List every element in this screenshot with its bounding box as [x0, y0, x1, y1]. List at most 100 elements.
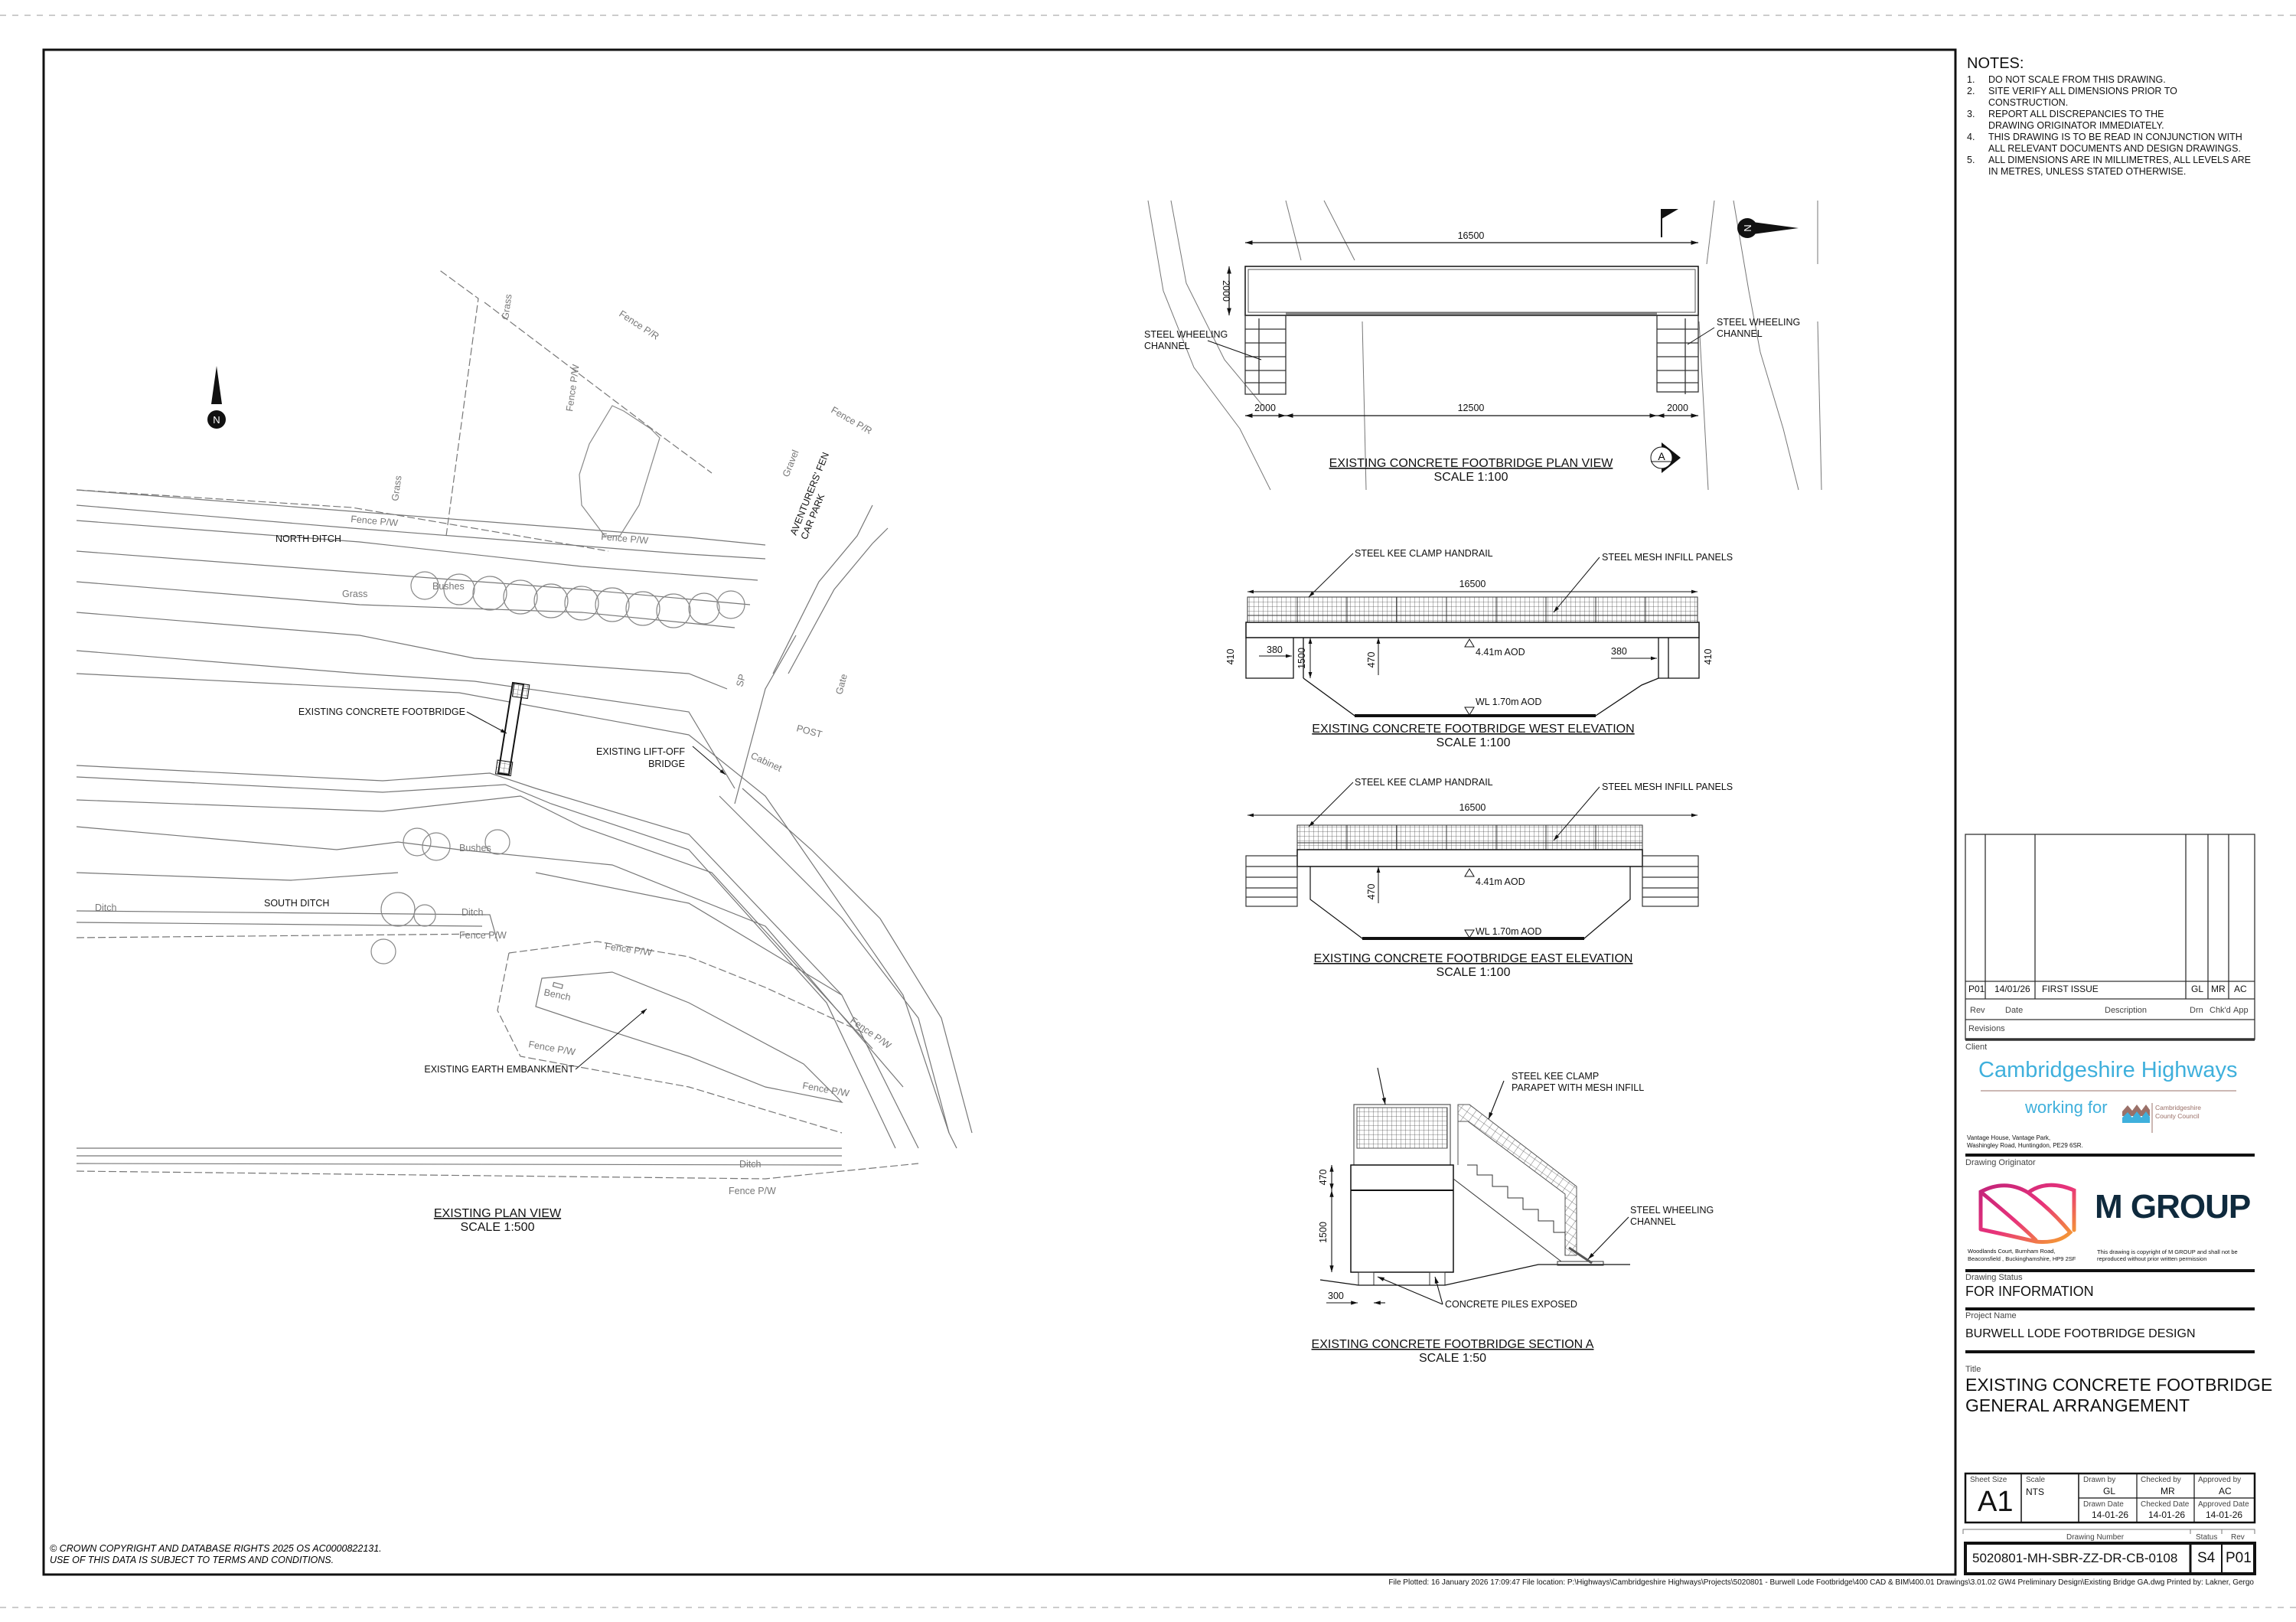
- divider: [1965, 1350, 2255, 1353]
- label-south-ditch: SOUTH DITCH: [264, 898, 329, 909]
- west-mesh-label: STEEL MESH INFILL PANELS: [1602, 552, 1733, 563]
- note-item: 4.THIS DRAWING IS TO BE READ IN CONJUNCT…: [1967, 132, 2288, 155]
- client-address-1: Vantage House, Vantage Park,: [1967, 1134, 2051, 1141]
- scale-value: NTS: [2026, 1487, 2044, 1497]
- approved-by-value: AC: [2219, 1486, 2232, 1496]
- label-bench: Bench: [543, 987, 572, 1003]
- site-plan: [76, 269, 973, 1180]
- chkd-header: Chk'd: [2210, 1006, 2231, 1015]
- sheet-size-value: A1: [1978, 1486, 2014, 1518]
- plan-north-label: N: [1742, 224, 1753, 231]
- note-text: DO NOT SCALE FROM THIS DRAWING.: [1988, 74, 2166, 85]
- originator-address-1: Woodlands Court, Burnham Road,: [1968, 1248, 2056, 1255]
- note-num: 5.: [1967, 155, 1975, 165]
- bridge-plan-view: 16500 2000 2000 12500 2000 STEEL WHEELIN…: [1144, 200, 1822, 491]
- label-ditch-3: Ditch: [739, 1159, 762, 1170]
- plan-dim-stair-right: 2000: [1667, 403, 1688, 413]
- plan-dim-stair-left: 2000: [1254, 403, 1276, 413]
- label-gravel: Gravel: [781, 449, 801, 478]
- east-water-level: WL 1.70m AOD: [1476, 926, 1541, 937]
- section-a-title: EXISTING CONCRETE FOOTBRIDGE SECTION A: [1312, 1338, 1594, 1351]
- label-fence-pw-9: Fence P/W: [729, 1186, 776, 1196]
- client-label: Client: [1965, 1043, 1988, 1052]
- label-liftoff-bridge-2: BRIDGE: [648, 759, 685, 769]
- section-a: 470 1500 300 STEEL KEE CLAMP PARAPET WIT…: [1312, 1067, 1714, 1365]
- copyright-line-1: © CROWN COPYRIGHT AND DATABASE RIGHTS 20…: [50, 1543, 382, 1554]
- originator-copyright-1: This drawing is copyright of M GROUP and…: [2097, 1248, 2238, 1255]
- client-logo-name: Cambridgeshire Highways: [1978, 1058, 2238, 1082]
- drn-header: Drn: [2190, 1006, 2203, 1015]
- drawing-status-value: FOR INFORMATION: [1965, 1284, 2094, 1299]
- site-plan-title: EXISTING PLAN VIEW: [434, 1207, 562, 1220]
- drawing-title-line-2: GENERAL ARRANGEMENT: [1965, 1395, 2190, 1415]
- label-fence-pw-5: Fence P/W: [605, 941, 653, 958]
- drawn-by-value: GL: [2103, 1486, 2116, 1496]
- drawing-border: [42, 48, 1957, 1576]
- note-num: 1.: [1967, 74, 1975, 85]
- north-label: N: [213, 414, 220, 426]
- note-text: REPORT ALL DISCREPANCIES TO THE DRAWING …: [1988, 109, 2164, 131]
- site-plan-labels: NORTH DITCH SOUTH DITCH EXISTING CONCRET…: [95, 293, 893, 1234]
- county-council-logo-icon: [1981, 1090, 2236, 1133]
- east-dim-470: 470: [1366, 884, 1377, 900]
- notes-panel: NOTES: 1.DO NOT SCALE FROM THIS DRAWING.…: [1967, 55, 2288, 178]
- note-item: 5.ALL DIMENSIONS ARE IN MILLIMETRES, ALL…: [1967, 155, 2288, 178]
- m-group-logo-icon: [1978, 1183, 2076, 1244]
- divider: [1965, 1269, 2255, 1272]
- east-dim-overall: 16500: [1459, 802, 1486, 813]
- west-dim-right-pier: 380: [1611, 646, 1627, 657]
- label-fence-pw-8: Fence P/W: [801, 1080, 850, 1099]
- rev-date-cell: 14/01/26: [1994, 984, 2030, 994]
- divider: [1965, 1154, 2255, 1157]
- plan-dim-span: 12500: [1458, 403, 1485, 413]
- revisions-label: Revisions: [1968, 1024, 2005, 1033]
- label-grass-2: Grass: [390, 475, 404, 501]
- plan-label-right-1: STEEL WHEELING: [1717, 317, 1800, 328]
- label-grass-1: Grass: [500, 293, 514, 320]
- west-dim-1500: 1500: [1296, 648, 1307, 669]
- originator-logo-name: M GROUP: [2095, 1188, 2251, 1225]
- east-elevation: 16500 470 4.41m AOD WL 1.70m AOD STEEL K…: [1245, 777, 1733, 979]
- west-dim-depth-left: 410: [1225, 649, 1236, 665]
- plan-stair-right: [1656, 315, 1699, 394]
- project-name-value: BURWELL LODE FOOTBRIDGE DESIGN: [1965, 1327, 2196, 1340]
- checked-date-label: Checked Date: [2141, 1500, 2190, 1509]
- approved-date-value: 14-01-26: [2206, 1509, 2243, 1520]
- plan-view-scale: SCALE 1:100: [1434, 471, 1508, 484]
- plan-view-title: EXISTING CONCRETE FOOTBRIDGE PLAN VIEW: [1329, 457, 1614, 470]
- plan-label-left-2: CHANNEL: [1144, 341, 1190, 351]
- section-a-marker-icon: A: [1650, 442, 1681, 473]
- label-ditch-1: Ditch: [95, 902, 117, 913]
- description-header: Description: [2105, 1006, 2148, 1015]
- section-dim-470: 470: [1318, 1170, 1329, 1186]
- site-plan-scale: SCALE 1:500: [461, 1221, 535, 1234]
- client-address-2: Washingley Road, Huntingdon, PE29 6SR.: [1967, 1142, 2083, 1149]
- west-dim-left-pier: 380: [1267, 645, 1283, 655]
- client-working-for: working for: [2025, 1098, 2108, 1117]
- label-gate: Gate: [833, 673, 850, 696]
- plan-label-right-1b: CHANNEL: [1717, 328, 1763, 339]
- east-handrail-label: STEEL KEE CLAMP HANDRAIL: [1355, 777, 1493, 788]
- note-num: 2.: [1967, 86, 1975, 96]
- east-elevation-title: EXISTING CONCRETE FOOTBRIDGE EAST ELEVAT…: [1314, 952, 1633, 965]
- rev-chkd-cell: MR: [2211, 984, 2226, 994]
- note-num: 3.: [1967, 109, 1975, 119]
- label-fence-pw-6: Fence P/W: [848, 1015, 893, 1051]
- west-elevation-title: EXISTING CONCRETE FOOTBRIDGE WEST ELEVAT…: [1312, 723, 1634, 736]
- east-elevation-scale: SCALE 1:100: [1437, 966, 1511, 979]
- section-a-scale: SCALE 1:50: [1419, 1352, 1486, 1365]
- drawing-title-line-1: EXISTING CONCRETE FOOTBRIDGE: [1965, 1375, 2273, 1395]
- rev-header: Rev: [1970, 1006, 1985, 1015]
- section-marker-label: A: [1658, 450, 1665, 462]
- rev-app-cell: AC: [2234, 984, 2247, 994]
- east-soffit-level: 4.41m AOD: [1476, 876, 1525, 887]
- divider: [1965, 1307, 2255, 1310]
- note-item: 3. REPORT ALL DISCREPANCIES TO THE DRAWIN…: [1967, 109, 2288, 132]
- council-name-2: County Council: [2155, 1112, 2200, 1120]
- rev-drn-cell: GL: [2191, 984, 2204, 994]
- note-item: 2.SITE VERIFY ALL DIMENSIONS PRIOR TO CO…: [1967, 86, 2288, 109]
- originator-label: Drawing Originator: [1965, 1158, 2036, 1167]
- drawn-date-label: Drawn Date: [2083, 1500, 2124, 1509]
- label-fence-pw-7: Fence P/W: [527, 1039, 576, 1058]
